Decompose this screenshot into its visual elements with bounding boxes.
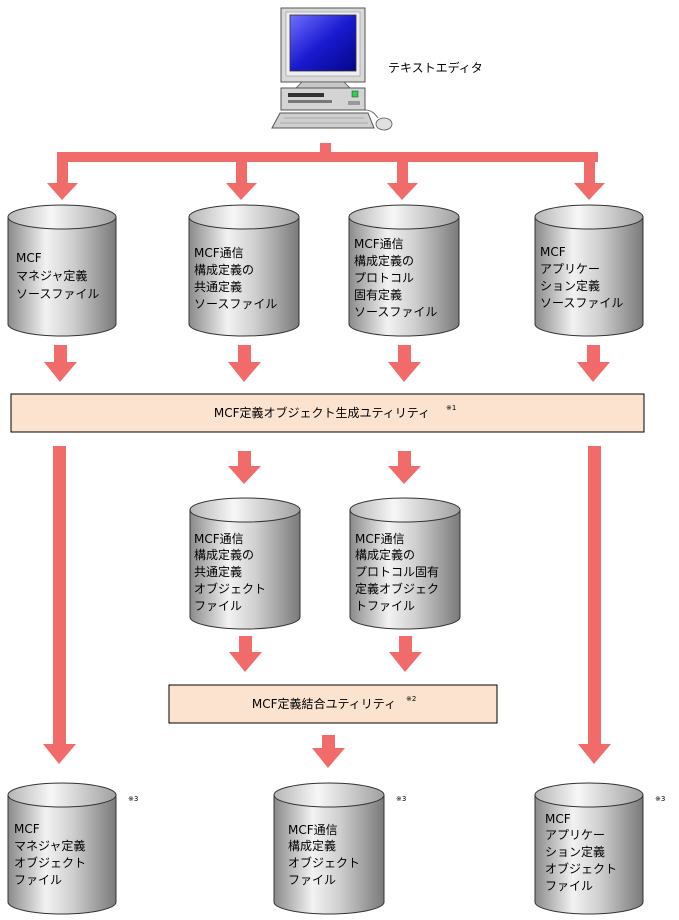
cylinder-label-line: 構成定義の — [354, 253, 414, 268]
bypass-arrows — [43, 446, 611, 764]
arrows-to-intermediates — [228, 451, 421, 484]
source-file-cylinder: MCF通信 構成定義の プロトコル 固有定義 ソースファイル — [348, 204, 460, 337]
cylinder-label-line: ション定義 — [540, 278, 600, 293]
editor-label: テキストエディタ — [388, 60, 483, 75]
cylinder-label-line: ソースファイル — [16, 287, 99, 301]
distribution-arrows — [47, 143, 605, 200]
cylinder-label-line: オブジェクト — [194, 581, 266, 596]
object-generation-utility-box: MCF定義オブジェクト生成ユティリティ ※1 — [10, 393, 645, 433]
output-object-cylinder: MCF通信 構成定義 オブジェクト ファイル ※3 — [273, 782, 406, 915]
output-object-cylinder: MCF アプリケー ション定義 オブジェクト ファイル ※3 — [534, 782, 665, 915]
source-file-cylinder: MCF マネジャ定義 ソースファイル — [7, 204, 117, 337]
intermediate-object-cylinder: MCF通信 構成定義の 共通定義 オブジェクト ファイル — [189, 497, 301, 630]
cylinder-label-line: MCF通信 — [194, 532, 244, 546]
cylinder-label-line: MCF通信 — [194, 246, 244, 260]
cylinder-label-line: MCF — [14, 822, 40, 836]
cylinder-label-line: プロトコル固有 — [355, 565, 439, 579]
cylinder-label-line: 構成定義の — [355, 547, 415, 562]
arrows-to-utility1 — [44, 345, 610, 382]
cylinder-label-line: マネジャ定義 — [16, 268, 87, 283]
utility2-label: MCF定義結合ユティリティ — [252, 696, 396, 711]
cylinder-label-line: ソースファイル — [194, 297, 277, 311]
utility2-note: ※2 — [406, 695, 416, 703]
utility1-label: MCF定義オブジェクト生成ユティリティ — [214, 405, 430, 420]
cylinder-label-line: 固有定義 — [354, 287, 402, 302]
source-file-cylinder: MCF アプリケー ション定義 ソースファイル — [534, 204, 644, 337]
cylinder-label-line: プロトコル — [354, 271, 414, 285]
output-object-cylinder: MCF マネジャ定義 オブジェクト ファイル ※3 — [7, 782, 138, 915]
cylinder-label-line: 共通定義 — [194, 279, 242, 294]
cylinder-label-line: 構成定義の — [194, 547, 254, 562]
cylinder-label-line: MCF — [540, 245, 566, 259]
cylinder-label-line: ファイル — [14, 873, 62, 887]
cylinder-label-line: MCF通信 — [354, 237, 404, 251]
cylinder-label-line: ソースファイル — [354, 305, 437, 319]
cylinder-label-line: アプリケー — [540, 262, 600, 276]
cylinder-label-line: MCF — [16, 251, 42, 265]
cylinder-label-line: ファイル — [194, 599, 242, 613]
output-note: ※3 — [655, 795, 665, 803]
cylinder-label-line: 共通定義 — [194, 564, 242, 579]
cylinder-label-line: 定義オブジェク — [355, 581, 439, 596]
cylinder-label-line: オブジェクト — [288, 855, 360, 870]
cylinder-label-line: MCF通信 — [288, 823, 338, 837]
cylinder-label-line: MCF — [545, 812, 571, 826]
cylinder-label-line: ファイル — [288, 873, 336, 887]
cylinder-label-line: マネジャ定義 — [14, 838, 85, 853]
output-note: ※3 — [396, 795, 406, 803]
definition-join-utility-box: MCF定義結合ユティリティ ※2 — [168, 684, 498, 724]
output-note: ※3 — [128, 795, 138, 803]
cylinder-label-line: アプリケー — [545, 828, 605, 842]
arrows-to-utility2 — [229, 636, 422, 672]
cylinder-label-line: オブジェクト — [14, 855, 86, 870]
source-file-cylinder: MCF通信 構成定義の 共通定義 ソースファイル — [188, 204, 300, 337]
cylinder-label-line: オブジェクト — [545, 861, 617, 876]
cylinder-label-line: ファイル — [545, 879, 593, 893]
cylinder-label-line: 構成定義の — [194, 262, 254, 277]
intermediate-object-cylinder: MCF通信 構成定義の プロトコル固有 定義オブジェク トファイル — [349, 497, 461, 630]
cylinder-label-line: MCF通信 — [355, 532, 405, 546]
cylinder-label-line: トファイル — [355, 599, 415, 613]
cylinder-label-line: ション定義 — [545, 844, 605, 859]
utility1-note: ※1 — [446, 404, 456, 412]
cylinder-label-line: 構成定義 — [288, 838, 336, 853]
computer-icon — [271, 7, 393, 131]
arrow-to-combined-output — [312, 735, 345, 768]
cylinder-label-line: ソースファイル — [540, 296, 623, 310]
